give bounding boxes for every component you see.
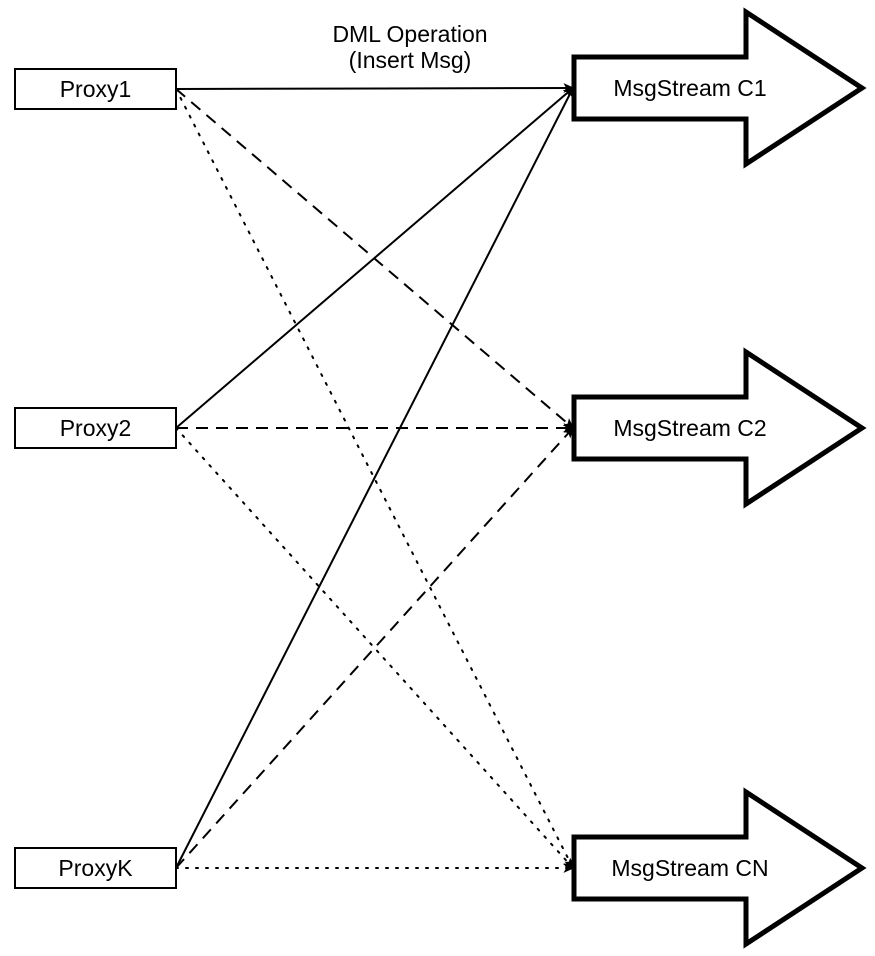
proxy-label: Proxy2 xyxy=(60,415,132,441)
edge-proxyk-to-msgstream-c2 xyxy=(175,426,575,869)
msgstream-node-c2[interactable]: MsgStream C2 xyxy=(571,347,867,509)
msgstream-label: MsgStream CN xyxy=(611,855,768,881)
proxy-box[interactable] xyxy=(14,407,177,449)
msgstream-label: MsgStream C1 xyxy=(613,75,766,101)
proxy-node-proxy2[interactable]: Proxy2 xyxy=(14,407,177,449)
annotation-line-1: DML Operation xyxy=(332,21,487,47)
msgstream-node-c1[interactable]: MsgStream C1 xyxy=(571,7,867,169)
block-arrow-icon[interactable] xyxy=(571,787,867,949)
msgstream-nodes: MsgStream C1 MsgStream C2 MsgStream CN xyxy=(571,7,867,949)
edge-proxy1-to-msgstream-c1 xyxy=(175,83,575,93)
edge-proxyk-to-msgstream-c1 xyxy=(175,86,574,869)
proxy-node-proxy1[interactable]: Proxy1 xyxy=(14,68,177,110)
proxy-node-proxyk[interactable]: ProxyK xyxy=(14,847,177,889)
proxy-label: Proxy1 xyxy=(60,76,132,102)
proxy-label: ProxyK xyxy=(58,855,133,881)
dml-operation-annotation: DML Operation (Insert Msg) xyxy=(332,21,487,73)
proxy-nodes: Proxy1 Proxy2 ProxyK xyxy=(14,68,177,889)
edge-proxy2-to-msgstream-c1 xyxy=(175,87,575,429)
block-arrow-icon[interactable] xyxy=(571,347,867,509)
proxy-box[interactable] xyxy=(14,68,177,110)
annotation-line-2: (Insert Msg) xyxy=(349,47,472,73)
proxy-box[interactable] xyxy=(14,847,177,889)
msgstream-label: MsgStream C2 xyxy=(613,415,766,441)
block-arrow-icon[interactable] xyxy=(571,7,867,169)
msgstream-node-cn[interactable]: MsgStream CN xyxy=(571,787,867,949)
connection-edges xyxy=(175,83,575,873)
